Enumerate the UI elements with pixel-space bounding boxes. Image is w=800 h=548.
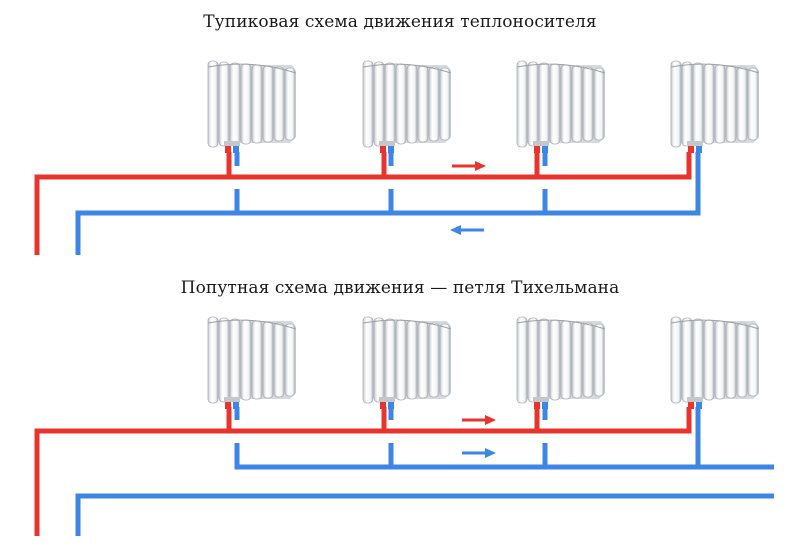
dead-end-scheme-title: Тупиковая схема движения теплоносителя [203,12,597,32]
return-pipe [75,493,774,536]
supply-flow-arrow [462,415,496,425]
radiator [670,60,760,154]
radiator [362,316,452,410]
return-collector [234,443,774,470]
radiator [362,60,452,154]
return-flow-arrow [450,225,484,235]
radiator [516,60,606,154]
supply-pipe [34,407,692,536]
dead-end-scheme [34,60,760,255]
tichelmann-loop-scheme [34,316,774,536]
tichelmann-loop-title: Попутная схема движения — петля Тихельма… [180,278,620,298]
radiator [670,316,760,410]
radiator [207,60,297,154]
radiator [516,316,606,410]
return-pipe [75,152,701,255]
supply-flow-arrow [452,161,486,171]
radiator [207,316,297,410]
return-flow-arrow [462,448,496,458]
supply-pipe [34,152,692,255]
